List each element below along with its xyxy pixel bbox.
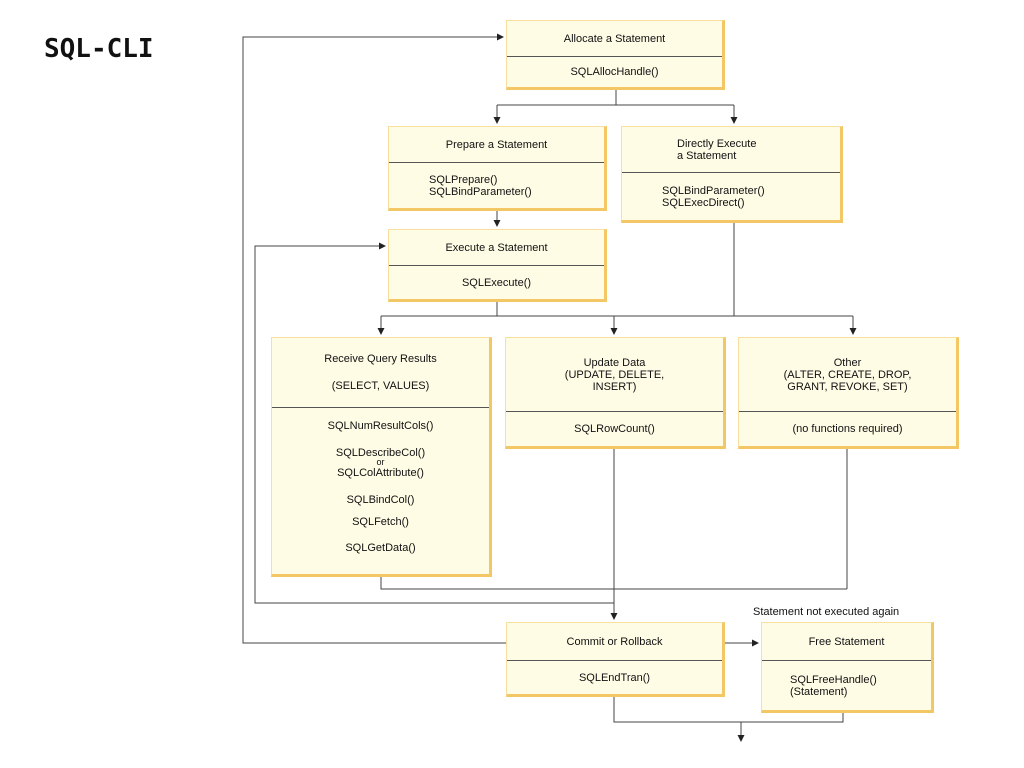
other-box: Other (ALTER, CREATE, DROP, GRANT, REVOK… — [738, 337, 959, 449]
allocate-function: SQLAllocHandle() — [570, 66, 659, 78]
update-heading-line-1: Update Data — [583, 356, 646, 369]
update-function: SQLRowCount() — [574, 423, 655, 435]
seq-describe-col: SQLDescribeCol() — [335, 447, 426, 459]
seq-col-attribute: SQLColAttribute() — [337, 467, 424, 479]
update-heading-line-2: (UPDATE, DELETE, — [564, 368, 665, 381]
seq-or: or — [376, 457, 385, 467]
page-title: SQL-CLI — [44, 34, 154, 64]
prepare-function-2: SQLBindParameter() — [429, 185, 532, 198]
allocate-statement-box: Allocate a Statement SQLAllocHandle() — [506, 20, 725, 90]
free-function-2: (Statement) — [790, 685, 848, 698]
other-function: (no functions required) — [792, 423, 903, 435]
free-function-1: SQLFreeHandle() — [790, 673, 877, 686]
receive-heading-line-1: Receive Query Results — [324, 353, 437, 365]
other-heading-line-3: GRANT, REVOKE, SET) — [787, 380, 908, 393]
allocate-heading: Allocate a Statement — [507, 21, 722, 57]
receive-results-box: Receive Query Results (SELECT, VALUES) S… — [271, 337, 492, 577]
direct-heading-line-2: a Statement — [677, 149, 737, 162]
direct-function-2: SQLExecDirect() — [662, 196, 745, 209]
receive-heading-line-2: (SELECT, VALUES) — [331, 380, 430, 392]
seq-fetch: SQLFetch() — [352, 516, 409, 528]
prepare-statement-box: Prepare a Statement SQLPrepare() SQLBind… — [388, 126, 607, 211]
commit-rollback-box: Commit or Rollback SQLEndTran() — [506, 622, 725, 697]
receive-to-merge — [380, 574, 847, 590]
commit-function: SQLEndTran() — [578, 671, 651, 684]
execute-statement-box: Execute a Statement SQLExecute() — [388, 229, 607, 302]
prepare-heading: Prepare a Statement — [389, 127, 604, 163]
commit-down — [613, 694, 844, 723]
loop-commit-to-allocate — [242, 33, 506, 644]
statement-note: Statement not executed again — [753, 606, 900, 618]
free-heading: Free Statement — [762, 623, 931, 661]
update-heading-line-3: INSERT) — [592, 380, 637, 393]
direct-execute-box: Directly Execute a Statement SQLBindPara… — [621, 126, 843, 223]
seq-bind-col: SQLBindCol() — [346, 494, 415, 506]
commit-heading: Commit or Rollback — [507, 623, 722, 661]
prepare-function-1: SQLPrepare() — [429, 173, 498, 186]
loop-to-execute — [254, 242, 614, 604]
free-statement-box: Free Statement SQLFreeHandle() (Statemen… — [761, 622, 934, 713]
direct-function-1: SQLBindParameter() — [662, 184, 765, 197]
other-heading-line-2: (ALTER, CREATE, DROP, — [783, 368, 912, 381]
execute-function: SQLExecute() — [461, 276, 532, 289]
execute-heading: Execute a Statement — [389, 230, 604, 266]
direct-heading-line-1: Directly Execute — [677, 137, 757, 150]
other-heading-line-1: Other — [833, 356, 862, 369]
seq-num-result-cols: SQLNumResultCols() — [327, 420, 434, 432]
update-data-box: Update Data (UPDATE, DELETE, INSERT) SQL… — [505, 337, 726, 449]
seq-get-data: SQLGetData() — [345, 542, 416, 554]
